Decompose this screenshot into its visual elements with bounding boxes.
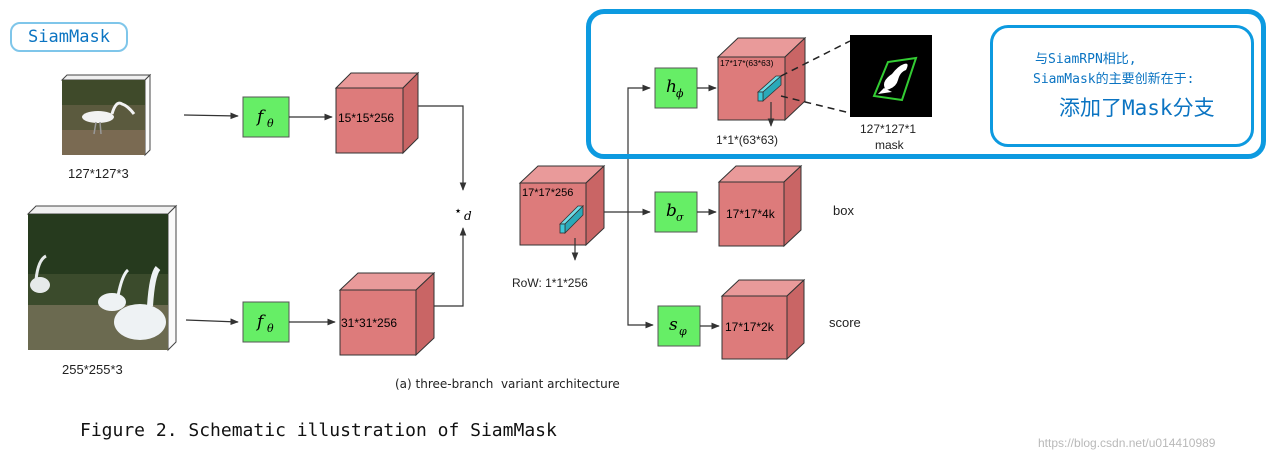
- arrow-corr-to-score: [627, 212, 654, 329]
- mask-size-label: 127*127*1: [860, 122, 917, 136]
- h-phi-sub: ϕ: [676, 87, 684, 100]
- b-sigma-label: b: [666, 201, 677, 221]
- feature-bottom-dims: 31*31*256: [341, 316, 397, 330]
- arrow-corr-to-mask: [627, 84, 651, 212]
- template-image: [60, 73, 152, 157]
- figure-caption: Figure 2. Schematic illustration of Siam…: [80, 420, 557, 441]
- arrow-feat-top-to-xcorr: [418, 105, 467, 191]
- s-phi-label: s: [669, 315, 678, 335]
- b-sigma-sub: σ: [676, 211, 684, 224]
- mask-label: mask: [875, 138, 904, 152]
- f-theta-bottom-box: f θ: [242, 301, 290, 343]
- innovation-note: 与SiamRPN相比, SiamMask的主要创新在于: 添加了Mask分支: [990, 25, 1254, 147]
- h-phi-label: h: [666, 77, 677, 97]
- f-theta-bottom-sub: θ: [267, 322, 274, 335]
- s-phi-sub: φ: [679, 325, 687, 338]
- f-theta-top-sub: θ: [267, 117, 274, 130]
- watermark: https://blog.csdn.net/u014410989: [1038, 436, 1216, 450]
- template-size-label: 127*127*3: [68, 166, 129, 181]
- s-phi-box: s φ: [657, 305, 701, 347]
- arrow-template-to-ftheta: [183, 112, 239, 120]
- mask-output-image: [850, 35, 932, 117]
- h-phi-box: h ϕ: [654, 67, 698, 109]
- score-label: score: [829, 315, 861, 330]
- score-branch-dims: 17*17*2k: [725, 320, 775, 334]
- mask-vector-label: 1*1*(63*63): [716, 133, 779, 147]
- note-line-2: SiamMask的主要创新在于:: [1033, 72, 1195, 87]
- feature-cube-top: 15*15*256: [334, 71, 420, 155]
- score-branch-cube: 17*17*2k: [720, 278, 806, 361]
- search-size-label: 255*255*3: [62, 362, 123, 377]
- mask-vector: [756, 75, 783, 102]
- projection-line-top: [780, 40, 851, 77]
- corr-cube: 17*17*256: [518, 164, 606, 247]
- row-label: RoW: 1*1*256: [512, 276, 588, 290]
- feature-top-dims: 15*15*256: [338, 111, 394, 125]
- mask-branch-dims: 17*17*(63*63): [720, 58, 774, 68]
- f-theta-top-label: f: [255, 107, 266, 127]
- xcorr-sub: d: [464, 209, 472, 223]
- b-sigma-box: b σ: [654, 191, 698, 233]
- arrow-feat-bottom-to-xcorr: [434, 227, 467, 307]
- subcaption: (a) three-branch variant architecture: [395, 377, 620, 391]
- mask-branch-cube: 17*17*(63*63): [716, 36, 807, 122]
- row-vector: [559, 205, 584, 234]
- f-theta-top-box: f θ: [242, 96, 290, 138]
- box-label: box: [833, 203, 854, 218]
- arrow-search-to-ftheta: [185, 318, 239, 326]
- note-line-1: 与SiamRPN相比,: [1035, 52, 1137, 67]
- siammask-tag: SiamMask: [10, 22, 128, 52]
- search-image: [26, 204, 178, 352]
- xcorr-star: ⋆: [454, 204, 462, 219]
- box-branch-dims: 17*17*4k: [726, 207, 776, 221]
- note-line-3: 添加了Mask分支: [1059, 96, 1215, 120]
- f-theta-bottom-label: f: [255, 312, 266, 332]
- xcorr-operator: ⋆ d: [454, 204, 472, 223]
- corr-dims: 17*17*256: [522, 187, 573, 199]
- mask-branch-highlight: [586, 9, 1266, 159]
- feature-cube-bottom: 31*31*256: [338, 271, 436, 357]
- box-branch-cube: 17*17*4k: [717, 164, 803, 248]
